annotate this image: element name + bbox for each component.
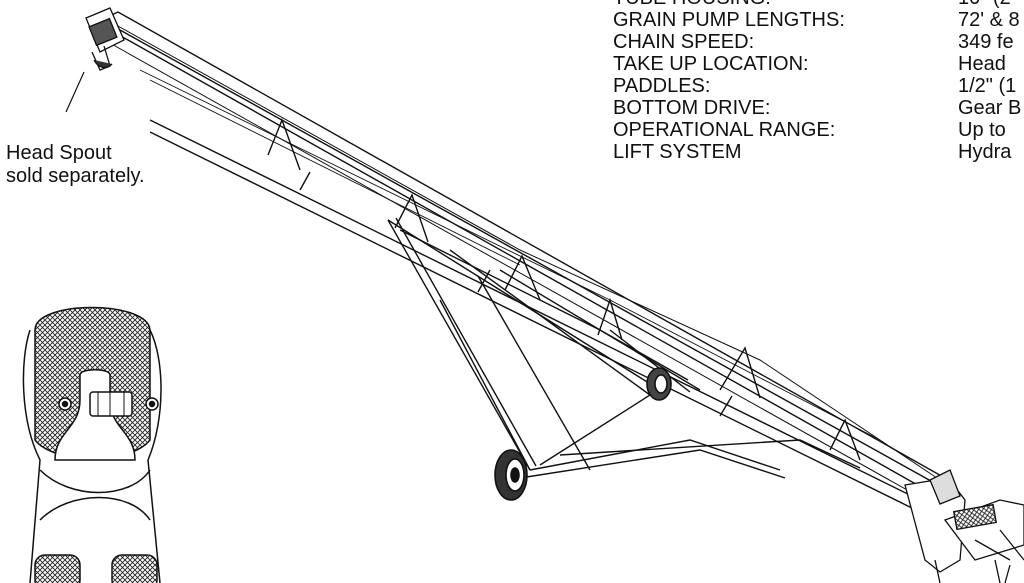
wheel-drawing — [494, 367, 672, 501]
tube-housing-drawing — [94, 11, 947, 513]
callout-line-1: Head Spout — [6, 142, 112, 164]
head-end-drawing — [85, 7, 125, 71]
undercarriage-drawing — [387, 217, 861, 479]
callout-leader-line — [65, 71, 85, 113]
bottom-drive-drawing — [904, 469, 1024, 583]
callout-line-2: sold separately. — [6, 165, 145, 187]
head-spout-callout: Head Spout sold separately. — [6, 142, 145, 188]
paddle-detail-drawing — [0, 290, 162, 583]
